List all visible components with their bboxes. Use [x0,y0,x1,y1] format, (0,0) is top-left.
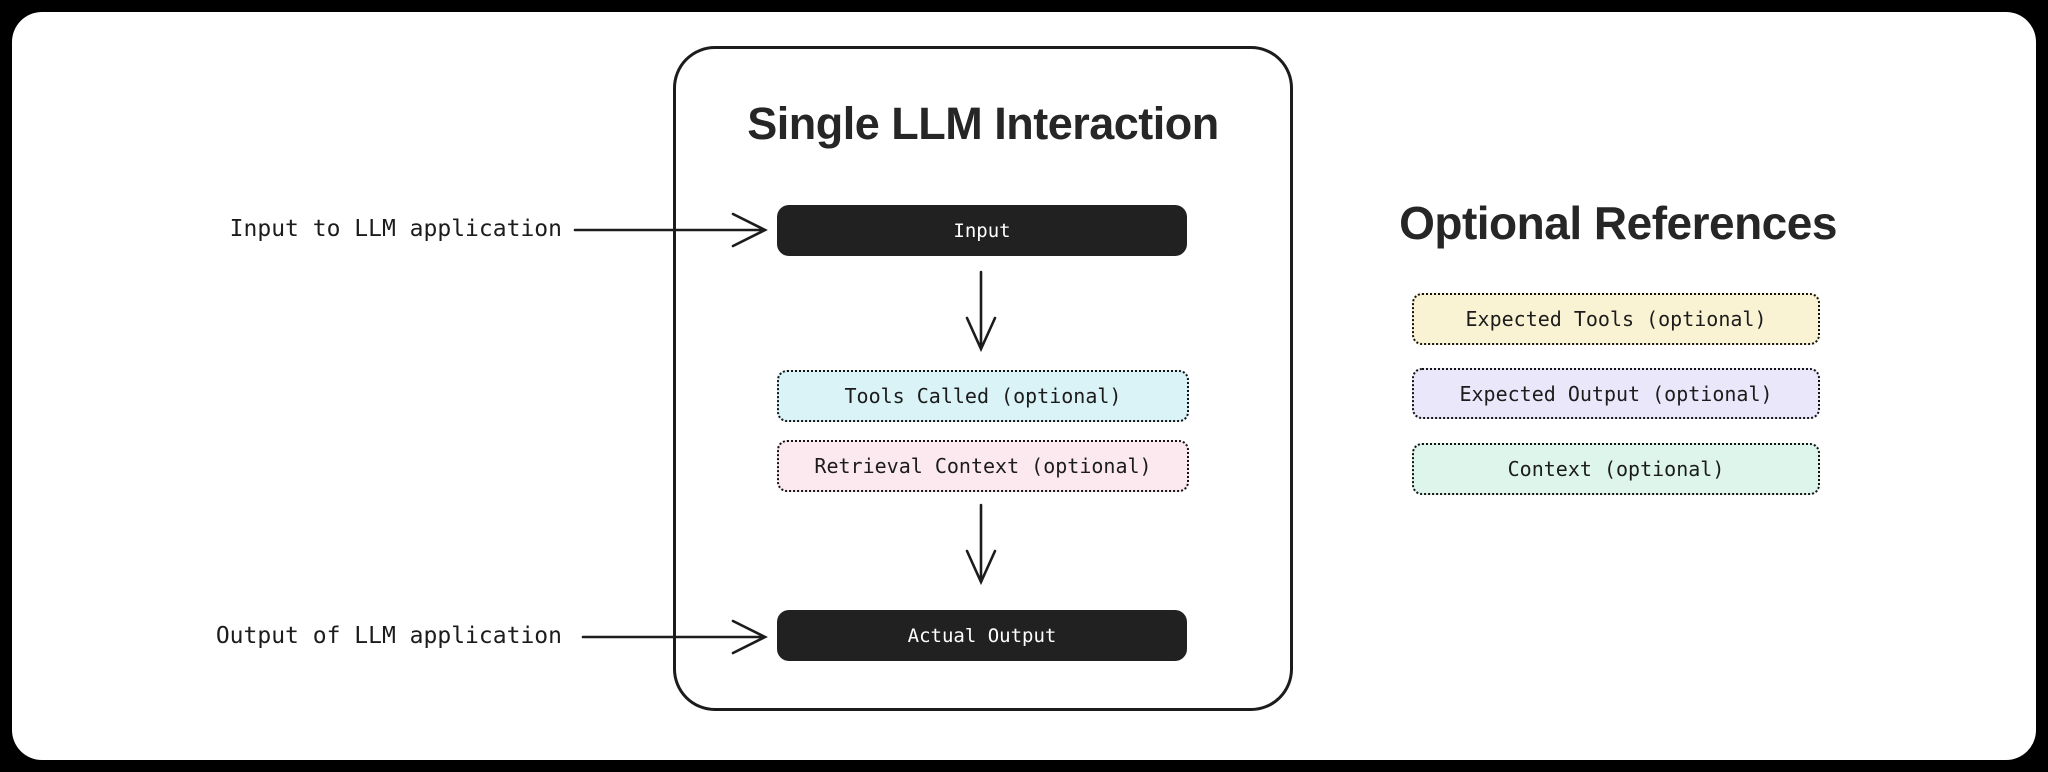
output-annotation-label: Output of LLM application [215,623,562,649]
references-title: Optional References [1399,197,1837,249]
tools-called-node: Tools Called (optional) [777,370,1189,422]
reference-expected-tools: Expected Tools (optional) [1412,293,1820,345]
reference-context: Context (optional) [1412,443,1820,495]
actual-output-node: Actual Output [777,610,1187,661]
reference-expected-output: Expected Output (optional) [1412,368,1820,419]
retrieval-context-node: Retrieval Context (optional) [777,440,1189,492]
input-annotation-label: Input to LLM application [229,216,562,242]
input-node: Input [777,205,1187,256]
diagram-title: Single LLM Interaction [747,98,1219,149]
